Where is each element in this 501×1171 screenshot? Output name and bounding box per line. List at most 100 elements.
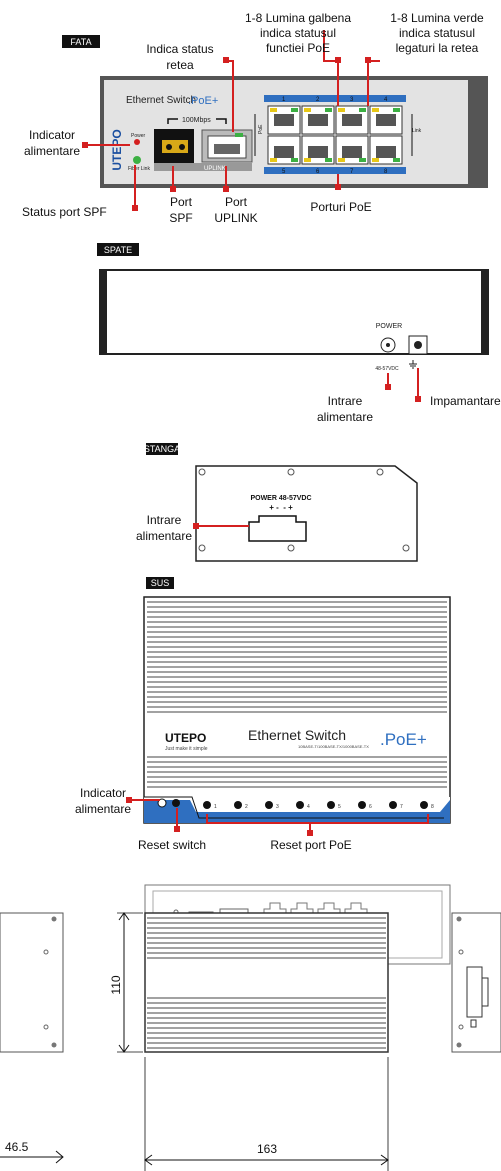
svg-text:Port: Port [225,195,248,209]
port-number-1: 1 [282,97,286,103]
dim-width: 163 [257,1142,277,1156]
back-power-input-callout: Intrare alimentare [317,394,373,424]
reset-port-number-2: 2 [245,804,248,810]
poe-side-label: PoE [258,124,264,134]
poe-port-4 [369,105,403,135]
dim-height: 110 [109,975,123,994]
reset-port-number-6: 6 [369,804,372,810]
bottom-port-numbers: 5 6 7 8 [282,169,388,175]
front-logo: UTEPO [110,129,124,170]
port-number-8: 8 [384,169,388,175]
ground-callout: Impamantare [430,394,501,408]
front-poe-brand: .PoE+ [188,95,218,107]
back-panel [99,269,489,355]
poe-reset-button-8 [420,801,428,809]
uplink-label: UPLINK [204,166,226,172]
port-number-5: 5 [282,169,286,175]
left-power-connector [248,515,307,542]
svg-text:functiei PoE: functiei PoE [266,41,330,55]
front-brand-text: Ethernet Switch [126,95,196,106]
port-number-4: 4 [384,97,388,103]
section-tag-front: FATA [70,37,91,47]
poe-reset-button-3 [265,801,273,809]
top-logo: UTEPO [165,731,206,745]
poe-reset-buttons: 1 2 3 4 5 6 7 8 [203,801,434,810]
poe-port-8 [369,135,403,165]
poe-reset-button-7 [389,801,397,809]
back-power-label: POWER [376,323,402,330]
spf-port-callout: Port SPF [169,195,192,225]
left-polarity: + - - + [269,503,293,512]
dim-top-view [144,912,389,1053]
svg-text:Port: Port [170,195,193,209]
reset-port-number-3: 3 [276,804,279,810]
green-led-callout: 1-8 Lumina verde indica statusul legatur… [390,11,484,55]
section-tag-top: SUS [151,578,170,588]
svg-text:indica statusul: indica statusul [260,26,336,40]
dim-depth: 46.5 [5,1140,29,1154]
svg-text:1-8 Lumina verde: 1-8 Lumina verde [390,11,484,25]
section-tag-left: STANGA [144,444,180,454]
reset-port-number-8: 8 [431,804,434,810]
poe-reset-button-2 [234,801,242,809]
poe-bottom-bar [264,167,406,174]
svg-text:1-8 Lumina galbena: 1-8 Lumina galbena [245,11,351,25]
port-number-6: 6 [316,169,320,175]
poe-port-1 [267,105,301,135]
poe-reset-button-5 [327,801,335,809]
port-number-7: 7 [350,169,354,175]
poe-reset-button-4 [296,801,304,809]
fiber-link-led [133,156,141,164]
svg-text:Intrare: Intrare [328,394,363,408]
poe-reset-button-6 [358,801,366,809]
top-poe-brand: .PoE+ [380,730,427,749]
poe-port-5 [267,135,301,165]
dim-side-view-left [0,912,64,1053]
svg-text:retea: retea [166,58,194,72]
svg-text:Indicator: Indicator [29,128,75,142]
svg-text:alimentare: alimentare [75,802,131,816]
power-led-label: Power [131,133,146,139]
fiber-link-label: Fiber Link [128,166,150,172]
top-port-numbers: 1 2 3 4 [282,97,388,103]
svg-text:UPLINK: UPLINK [214,211,257,225]
left-panel [195,465,418,562]
top-panel [143,596,451,824]
poe-port-2 [301,105,335,135]
svg-text:legaturi la retea: legaturi la retea [396,41,479,55]
poe-ports-callout: Porturi PoE [310,200,371,214]
poe-reset-button-1 [203,801,211,809]
reset-port-number-1: 1 [214,804,217,810]
link-side-label: Link [412,128,422,134]
yellow-led-callout: 1-8 Lumina galbena indica statusul funct… [245,11,351,55]
top-fins [147,601,447,788]
top-brand-text: Ethernet Switch [248,727,346,743]
power-led [134,139,140,145]
reset-switch-button [172,799,180,807]
left-power-input-callout: Intrare alimentare [136,513,192,543]
svg-text:Indicator: Indicator [80,786,126,800]
uplink-port-callout: Port UPLINK [214,195,257,225]
poe-port-7 [335,135,369,165]
top-power-indicator-callout: Indicator alimentare [75,786,131,816]
svg-text:alimentare: alimentare [136,529,192,543]
section-tag-back: SPATE [104,245,132,255]
poe-ports [267,105,403,165]
top-blue-strip [144,800,450,823]
svg-text:Indica status: Indica status [146,42,213,56]
poe-top-bar [264,95,406,102]
spf-status-callout: Status port SPF [22,205,107,219]
port-number-2: 2 [316,97,320,103]
power-indicator-callout: Indicator alimentare [24,128,80,158]
reset-port-number-7: 7 [400,804,403,810]
speed-label: 100Mbps [182,117,211,124]
top-tagline: Just make it simple [165,746,208,752]
svg-text:SPF: SPF [169,211,192,225]
reset-port-number-4: 4 [307,804,310,810]
reset-poe-callout: Reset port PoE [270,838,351,852]
svg-text:Intrare: Intrare [147,513,182,527]
reset-port-number-5: 5 [338,804,341,810]
svg-text:indica statusul: indica statusul [399,26,475,40]
reset-switch-callout: Reset switch [138,838,206,852]
